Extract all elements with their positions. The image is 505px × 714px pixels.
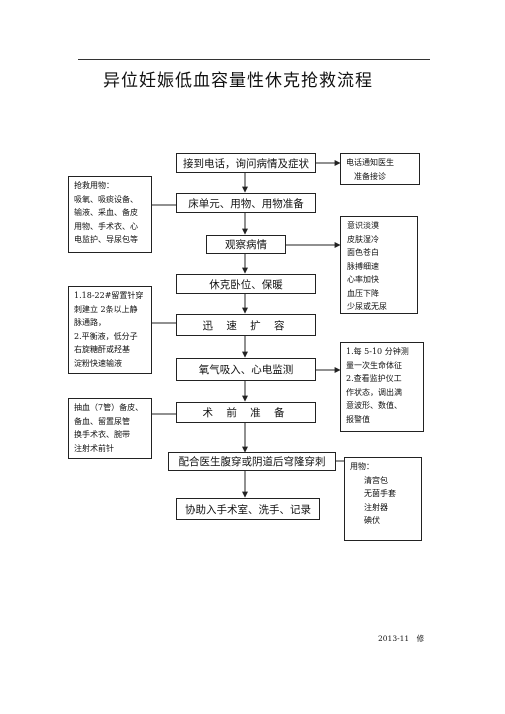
note-line: 1.每 5-10 分钟测 xyxy=(346,347,409,356)
top-rule xyxy=(78,59,430,60)
step-rapid-volume-expansion: 迅 速 扩 容 xyxy=(176,314,316,336)
note-line: 用物、手术衣、心 xyxy=(74,221,138,231)
step-transfer-to-or: 协助入手术室、洗手、记录 xyxy=(176,498,320,520)
note-line: 注射器 xyxy=(364,502,388,512)
note-line: 换手术衣、腕带 xyxy=(74,430,130,439)
note-line: 刺建立 2条以上静 xyxy=(74,304,138,314)
note-line: 意波形、数值、 xyxy=(346,401,402,410)
note-line: 右旋糖酐或羟基 xyxy=(74,345,130,354)
note-observe-signs: 意识淡漠 皮肤湿冷 面色苍白 脉搏细速 心率加快 血压下降 少尿或无尿 xyxy=(340,216,418,314)
note-line: 作状态，调出满 xyxy=(346,387,402,397)
step-bed-preparation: 床单元、用物、用物准备 xyxy=(176,193,316,213)
page-title: 异位妊娠低血容量性休克抢救流程 xyxy=(103,71,373,91)
note-line: 血压下降 xyxy=(347,288,379,298)
note-line: 输液、采血、备皮 xyxy=(74,208,138,217)
note-line: 脉搏细速 xyxy=(347,261,379,271)
note-line: 电话通知医生 xyxy=(346,158,394,167)
note-line: 清宫包 xyxy=(364,475,388,485)
note-line: 注射术前针 xyxy=(74,443,114,453)
step-preop-preparation: 术 前 准 备 xyxy=(176,402,316,423)
step-oxygen-ecg: 氧气吸入、心电监测 xyxy=(176,358,316,381)
step-shock-position: 休克卧位、保暖 xyxy=(176,274,316,294)
note-line: 抽血（7管）备皮、 xyxy=(74,403,144,412)
note-line: 用物： xyxy=(350,462,374,471)
step-puncture-assist: 配合医生腹穿或阴道后穹隆穿刺 xyxy=(168,452,336,471)
note-line: 2.查看监护仪工 xyxy=(346,374,402,383)
note-line: 面色苍白 xyxy=(347,248,379,257)
note-line: 无菌手套 xyxy=(364,489,396,498)
note-line: 淀粉快速输液 xyxy=(74,358,122,368)
note-line: 少尿或无尿 xyxy=(347,302,387,311)
note-line: 报警值 xyxy=(346,414,370,424)
note-line: 电监护、导尿包等 xyxy=(74,235,138,244)
note-line: 量一次生命体征 xyxy=(346,360,402,370)
note-line: 备血、留置尿管 xyxy=(74,416,130,426)
note-line: 心率加快 xyxy=(347,275,379,284)
step-receive-call: 接到电话，询问病情及症状 xyxy=(176,153,316,173)
note-line: 皮肤湿冷 xyxy=(347,234,379,244)
note-line: 脉通路， xyxy=(74,318,106,327)
step-observe-condition: 观察病情 xyxy=(206,235,286,254)
note-vital-monitoring: 1.每 5-10 分钟测 量一次生命体征 2.查看监护仪工 作状态，调出满 意波… xyxy=(340,342,424,432)
note-puncture-items: 用物： 清宫包 无菌手套 注射器 碘伏 xyxy=(344,457,422,541)
note-line: 意识淡漠 xyxy=(347,221,379,230)
note-line: 抢救用物： xyxy=(74,181,114,190)
note-line: 2.平衡液，低分子 xyxy=(74,331,138,341)
note-notify-doctor: 电话通知医生 准备接诊 xyxy=(340,153,420,185)
note-line: 1.18-22#留置针穿 xyxy=(74,291,144,300)
note-preop-tasks: 抽血（7管）备皮、 备血、留置尿管 换手术衣、腕带 注射术前针 xyxy=(68,398,152,459)
revision-footer: 2013-11 修 xyxy=(378,634,425,643)
note-line: 碘伏 xyxy=(364,516,380,525)
note-fluid-resuscitation: 1.18-22#留置针穿 刺建立 2条以上静 脉通路， 2.平衡液，低分子 右旋… xyxy=(68,286,152,374)
note-rescue-supplies: 抢救用物： 吸氧、吸痰设备、 输液、采血、备皮 用物、手术衣、心 电监护、导尿包… xyxy=(68,176,152,253)
note-line: 吸氧、吸痰设备、 xyxy=(74,194,138,204)
note-line: 准备接诊 xyxy=(354,171,386,181)
